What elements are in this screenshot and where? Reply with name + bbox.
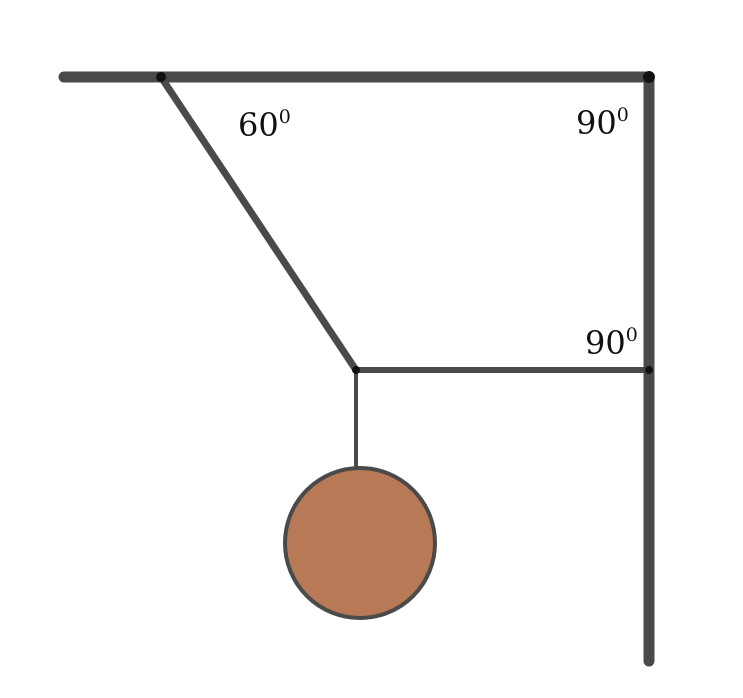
ceiling-joint	[156, 72, 166, 82]
slanted-rope	[157, 73, 360, 374]
angle-label-rope-ceiling: 600	[238, 106, 291, 144]
angle-label-wall-ceiling: 900	[576, 104, 629, 142]
angle-label-rope-wall: 900	[585, 324, 638, 362]
hanging-ball	[283, 466, 437, 620]
knot-joint	[352, 366, 360, 374]
corner-joint	[643, 71, 655, 83]
wall-joint	[645, 366, 653, 374]
